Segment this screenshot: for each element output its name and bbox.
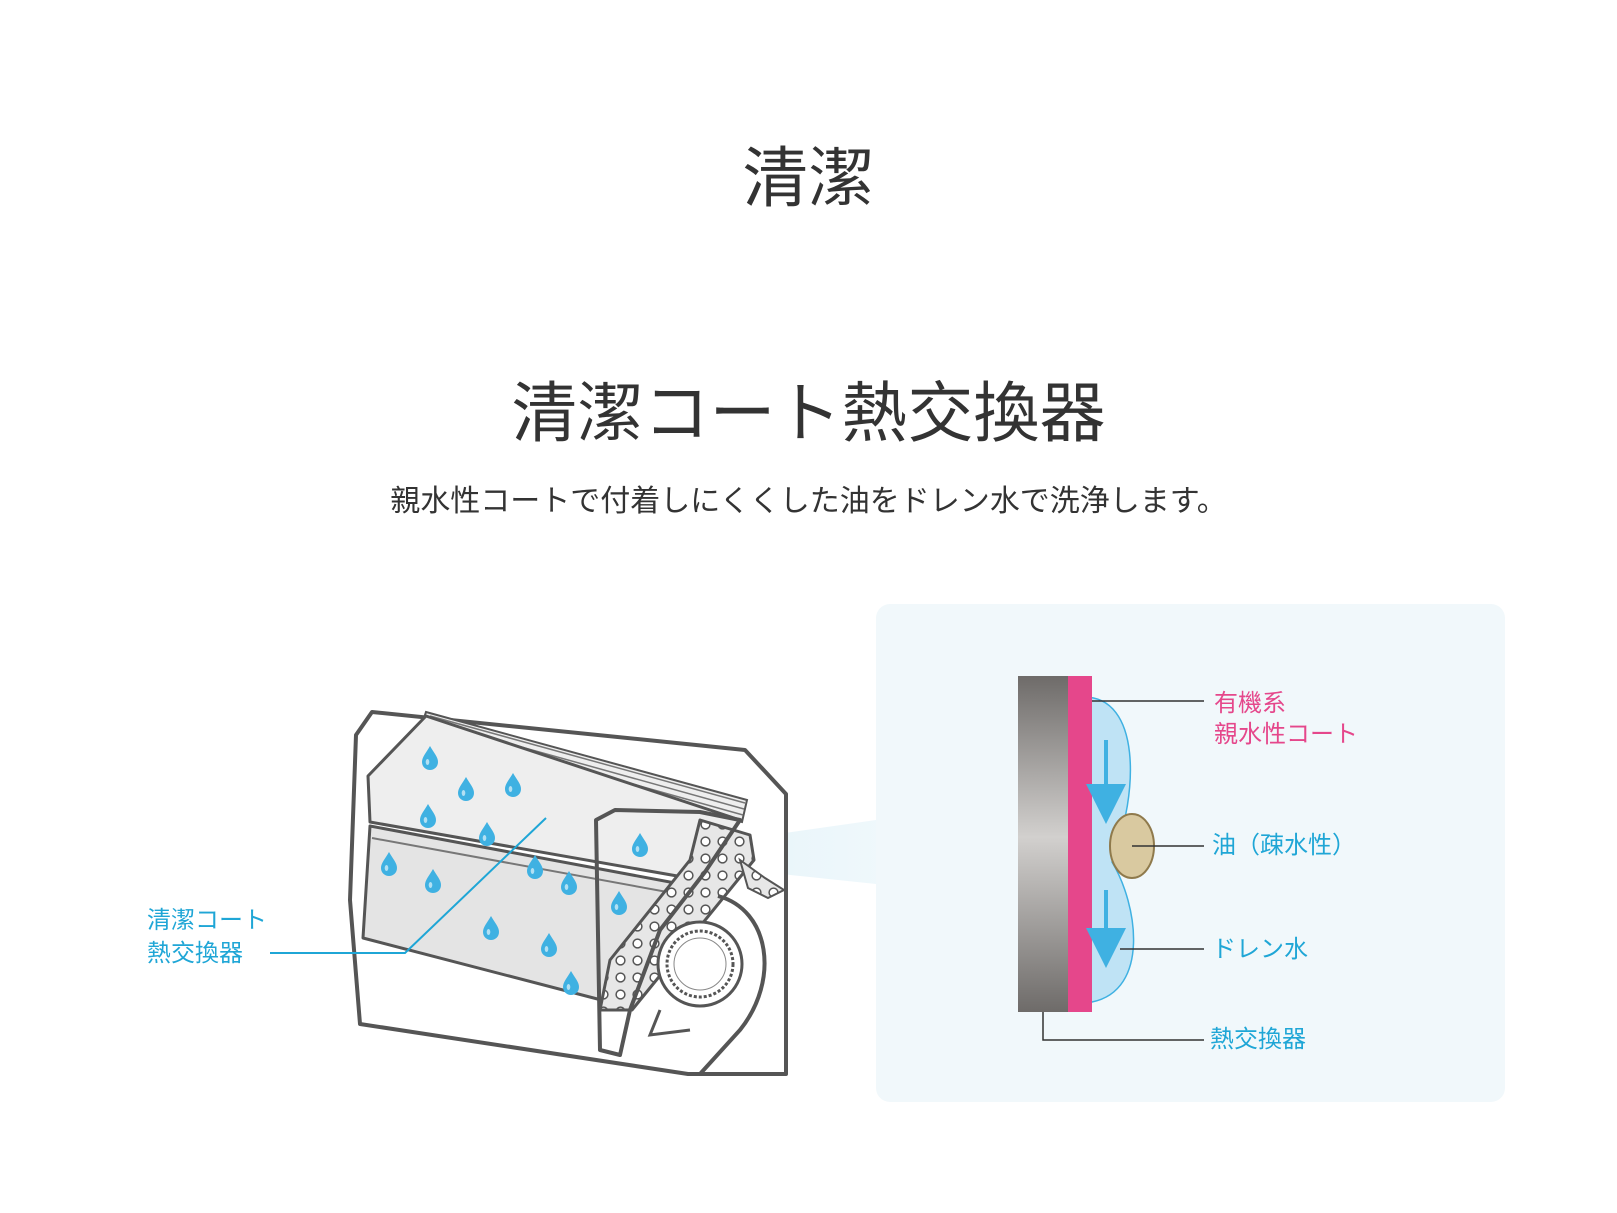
exchanger-label: 熱交換器 bbox=[1210, 1025, 1306, 1053]
exchanger-leader bbox=[1042, 1012, 1204, 1041]
detail-panel: 有機系 親水性コート 油（疎水性） ドレン水 熱交換器 bbox=[876, 604, 1505, 1102]
label-leader-line bbox=[270, 817, 547, 954]
front-frame bbox=[594, 808, 742, 1057]
drain-label: ドレン水 bbox=[1212, 935, 1308, 963]
section-title: 清潔 bbox=[742, 140, 875, 217]
coating-cross-section bbox=[1018, 676, 1204, 1041]
heat-exchanger-upper bbox=[366, 714, 742, 882]
lead-text: 親水性コートで付着しにくくした油をドレン水で洗浄します。 bbox=[390, 484, 1227, 519]
fin-side-perforated bbox=[598, 818, 756, 1012]
page-heading: 清潔コート熱交換器 bbox=[511, 375, 1106, 452]
oil-label: 油（疎水性） bbox=[1212, 831, 1356, 859]
coat-label-line2: 親水性コート bbox=[1214, 720, 1358, 748]
heat-exchanger-plate bbox=[1018, 676, 1068, 1012]
unit-label-line2: 熱交換器 bbox=[147, 939, 243, 967]
unit-label-line1: 清潔コート bbox=[147, 906, 267, 934]
hydrophilic-coat bbox=[1068, 676, 1092, 1012]
air-conditioner-illustration bbox=[270, 710, 876, 1076]
coat-label-line1: 有機系 bbox=[1214, 689, 1286, 717]
